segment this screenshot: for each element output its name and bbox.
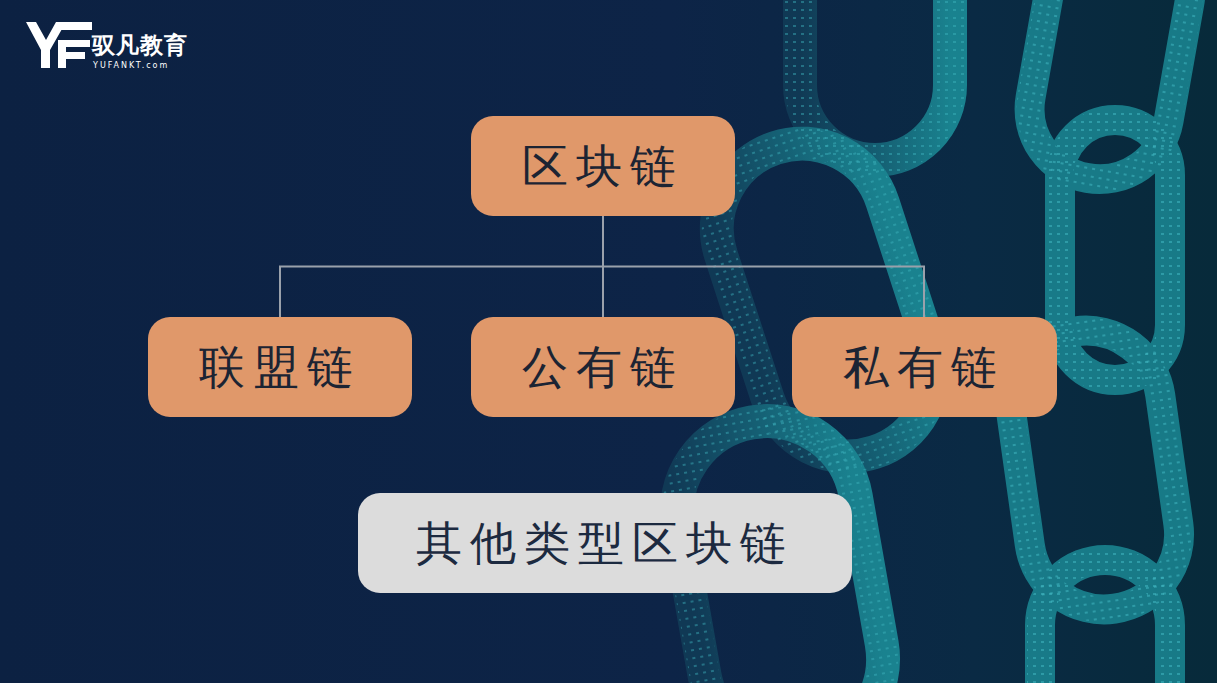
brand-url: YUFANKT.com: [93, 61, 169, 70]
tree-connector: [280, 216, 603, 317]
category-box: 公有链: [471, 317, 735, 417]
node-label: 公有链: [522, 342, 684, 393]
category-box: 私有链: [792, 317, 1057, 417]
category-box: 联盟链: [148, 317, 412, 417]
node-label: 其他类型区块链: [416, 518, 794, 569]
tree-connector: [603, 216, 924, 317]
brand-name: 驭凡教育: [92, 30, 188, 61]
root-box: 区块链: [471, 116, 735, 216]
node-label: 私有链: [843, 342, 1005, 393]
other-box: 其他类型区块链: [358, 493, 852, 593]
node-label: 区块链: [522, 141, 684, 192]
node-label: 联盟链: [199, 342, 361, 393]
